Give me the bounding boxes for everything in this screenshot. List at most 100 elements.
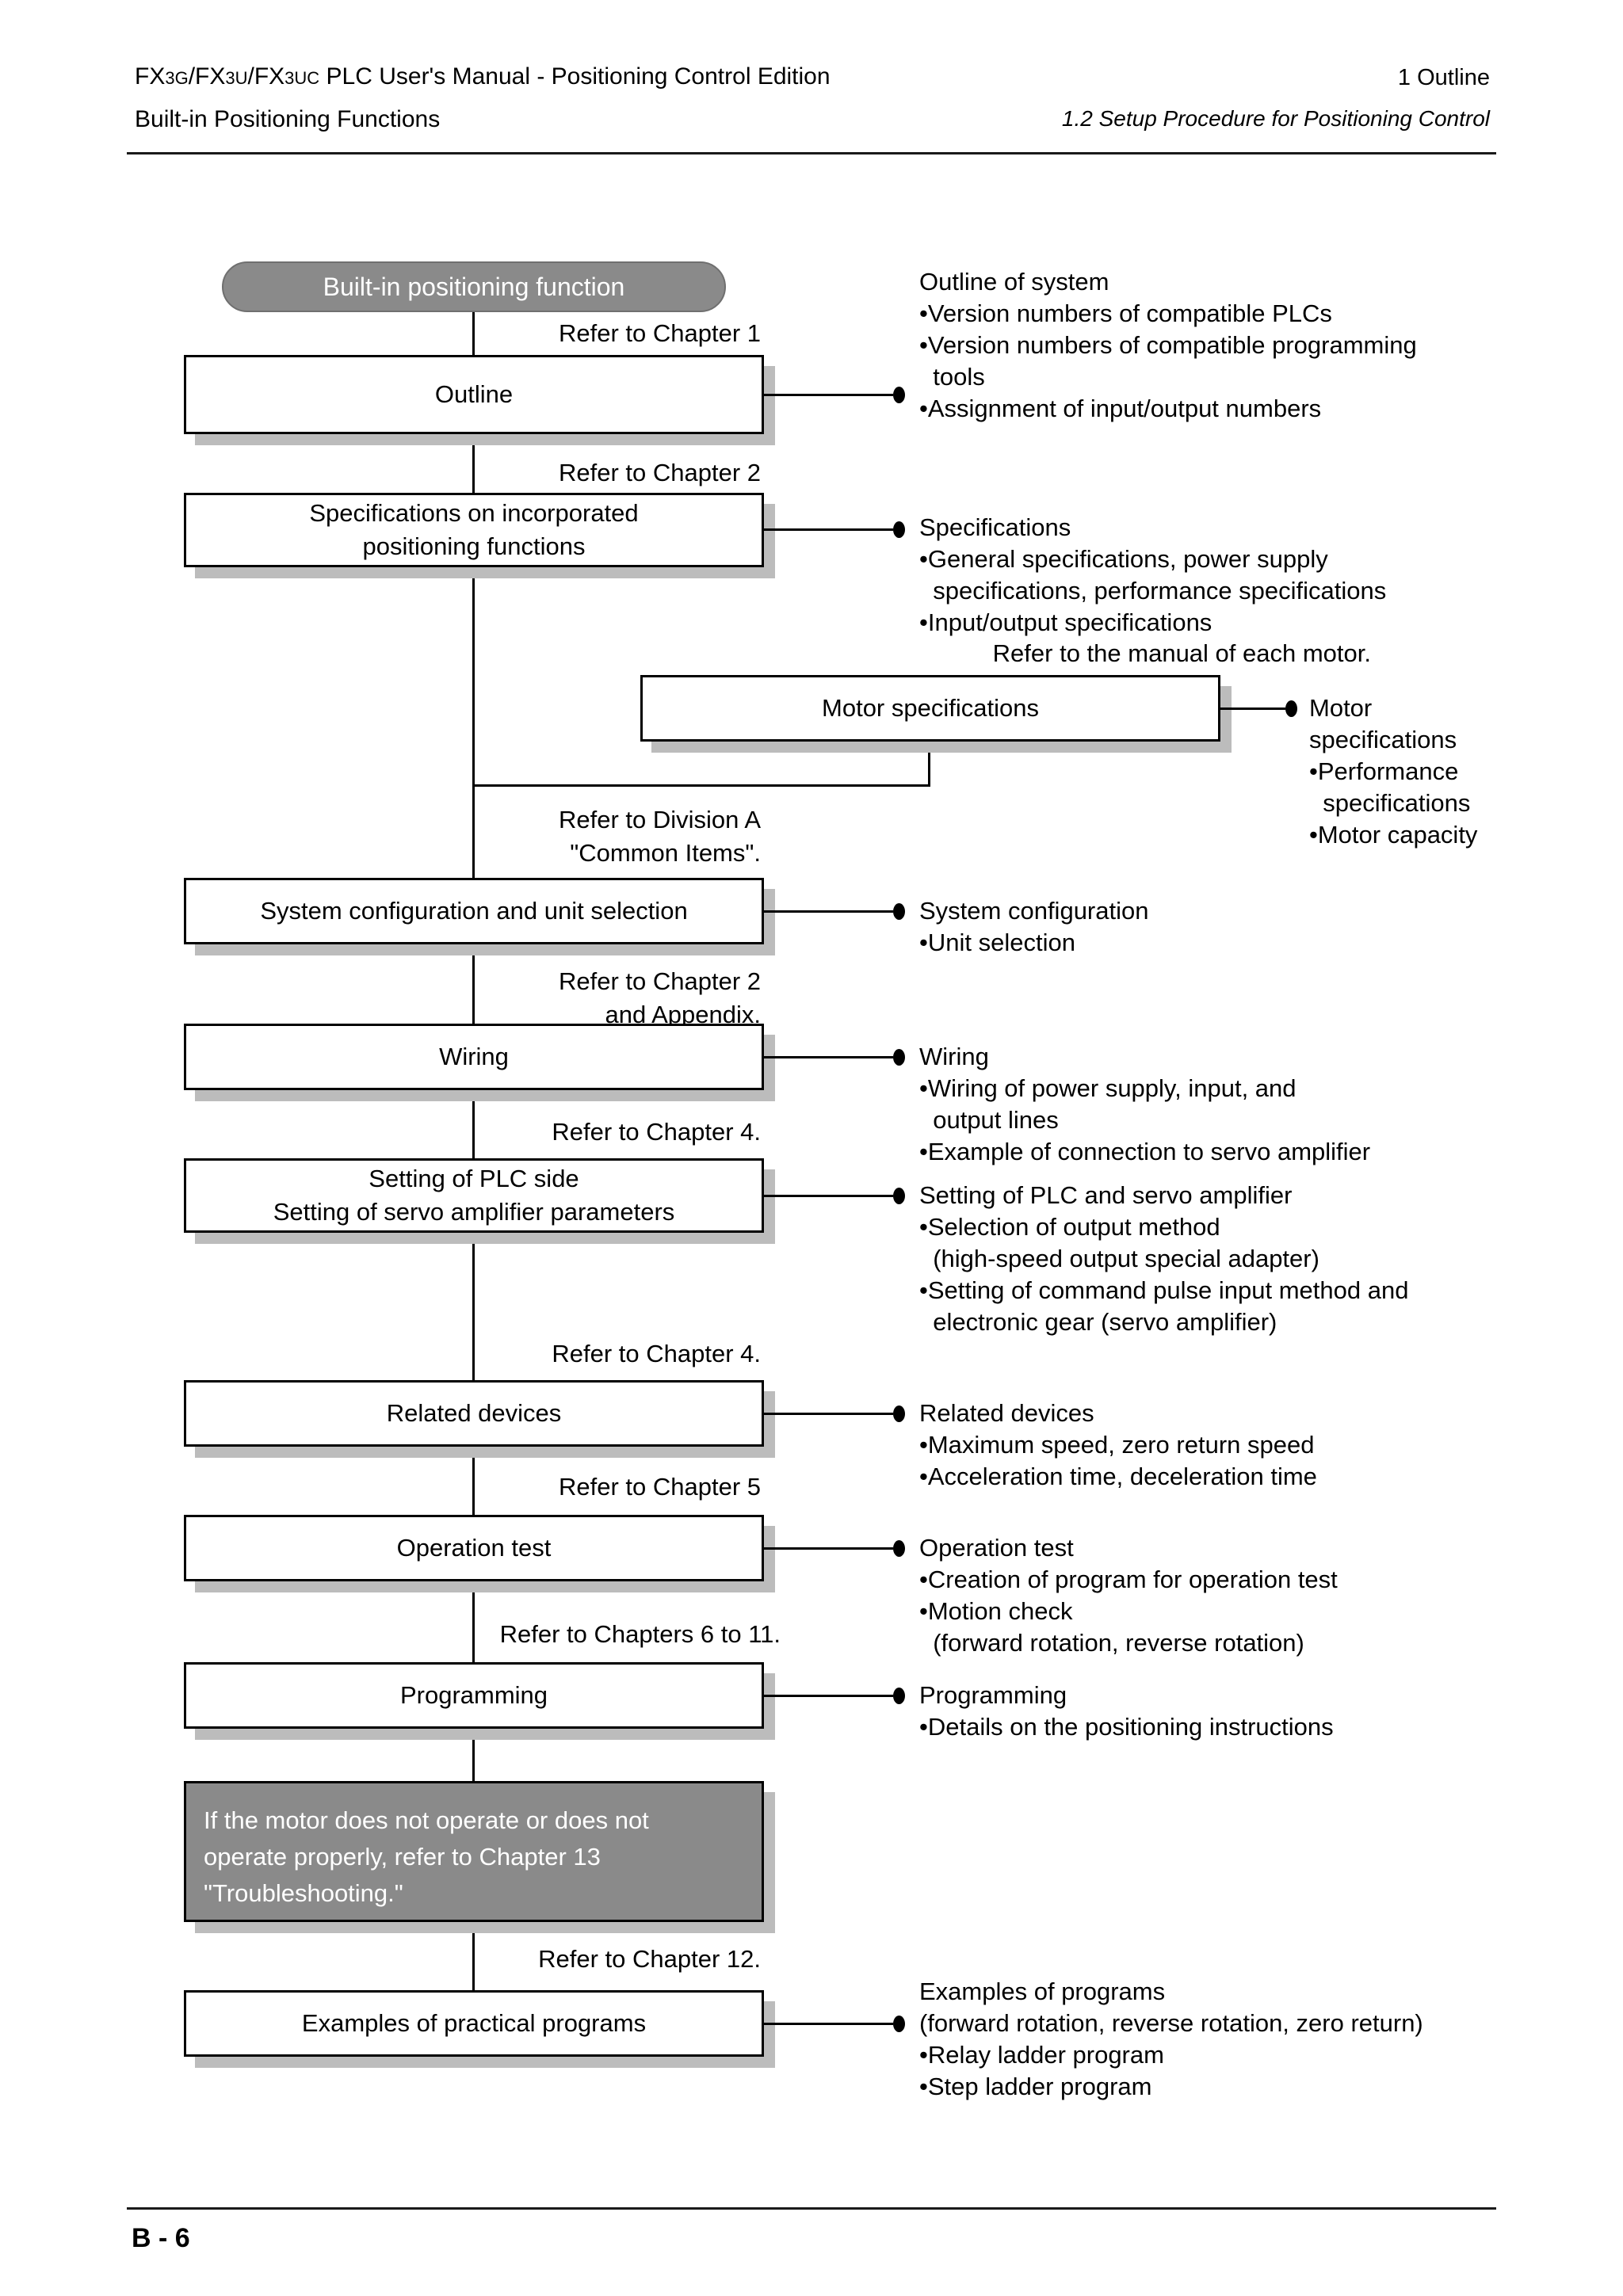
title-segment: 3U — [225, 68, 248, 88]
connector-dot-related-devices — [893, 1405, 905, 1422]
connector-dot-examples — [893, 2016, 905, 2032]
annotation-outline: Outline of system •Version numbers of com… — [919, 266, 1417, 425]
text-line: •Acceleration time, deceleration time — [919, 1463, 1317, 1490]
text-line: •Step ladder program — [919, 2073, 1152, 2100]
text-line: Refer to the manual of each motor. — [992, 639, 1371, 667]
text-line: Operation test — [396, 1534, 552, 1562]
title-segment: 3G — [165, 68, 189, 88]
text-line: •Performance — [1309, 757, 1459, 785]
text-line: If the motor does not operate or does no… — [204, 1806, 649, 1834]
page-number: B - 6 — [132, 2223, 190, 2253]
text-line: Refer to Chapter 12. — [538, 1945, 761, 1973]
refer-label-operation-test: Refer to Chapter 5 — [317, 1470, 761, 1504]
connector-line-programming — [762, 1695, 893, 1697]
connector-dot-specifications — [893, 521, 905, 538]
flow-box-examples: Examples of practical programs — [184, 1990, 764, 2057]
title-segment: 3UC — [285, 68, 320, 88]
connector-line-related-devices — [762, 1413, 893, 1415]
text-line: Related devices — [919, 1399, 1094, 1427]
text-line: •Motion check — [919, 1597, 1073, 1625]
annotation-examples: Examples of programs(forward rotation, r… — [919, 1976, 1423, 2103]
text-line: Programming — [399, 1681, 548, 1709]
text-line: Refer to Chapter 4. — [552, 1340, 761, 1367]
connector-line-operation-test — [762, 1547, 893, 1550]
spine-segment — [472, 437, 475, 493]
text-line: Outline — [434, 380, 514, 408]
connector-dot-motor — [1285, 700, 1297, 717]
text-line: Outline of system — [919, 268, 1109, 296]
footer-rule — [127, 2207, 1496, 2210]
refer-label-specifications: Refer to Chapter 2 — [317, 456, 761, 490]
text-line: "Troubleshooting." — [204, 1879, 403, 1907]
header-chapter: 1 Outline — [1397, 65, 1490, 90]
connector-dot-outline — [893, 387, 905, 403]
text-line: Setting of PLC side — [369, 1165, 579, 1192]
spine-segment — [472, 1447, 475, 1515]
flow-box-related-devices: Related devices — [184, 1380, 764, 1447]
text-line: Specifications — [919, 513, 1071, 541]
text-line: System configuration and unit selection — [260, 897, 688, 925]
refer-label-related-devices: Refer to Chapter 4. — [317, 1337, 761, 1371]
text-line: Motor specifications — [822, 694, 1039, 722]
text-line: Examples of practical programs — [301, 2009, 647, 2037]
refer-label-outline: Refer to Chapter 1 — [317, 317, 761, 350]
text-line: Related devices — [386, 1399, 562, 1427]
text-line: •Example of connection to servo amplifie… — [919, 1138, 1371, 1165]
title-segment: /FX — [188, 63, 226, 90]
annotation-specifications: Specifications•General specifications, p… — [919, 512, 1386, 639]
text-line: Programming — [919, 1681, 1067, 1709]
text-line: (forward rotation, reverse rotation, zer… — [919, 2009, 1423, 2037]
refer-label-examples: Refer to Chapter 12. — [317, 1943, 761, 1976]
text-line: •Assignment of input/output numbers — [919, 395, 1322, 422]
connector-line-specifications — [762, 528, 893, 531]
connector-line-outline — [762, 394, 893, 396]
annotation-operation-test: Operation test•Creation of program for o… — [919, 1532, 1338, 1659]
text-line: Refer to Chapter 1 — [558, 319, 761, 347]
annotation-related-devices: Related devices •Maximum speed, zero retu… — [919, 1398, 1317, 1493]
connector-line-motor — [1219, 707, 1285, 710]
flow-box-motor-specifications: Motor specifications — [640, 675, 1220, 742]
spine-segment — [472, 567, 475, 878]
spine-segment — [472, 1922, 475, 1990]
text-line: Setting of servo amplifier parameters — [273, 1198, 675, 1226]
refer-label-setting: Refer to Chapter 4. — [317, 1116, 761, 1149]
text-line: Setting of PLC and servo amplifier — [919, 1181, 1293, 1209]
text-line: Refer to Chapter 2 — [558, 459, 761, 486]
text-line: output lines — [919, 1106, 1059, 1134]
text-line: operate properly, refer to Chapter 13 — [204, 1843, 601, 1871]
connector-dot-operation-test — [893, 1540, 905, 1557]
flow-box-programming: Programming — [184, 1662, 764, 1729]
text-line: specifications, performance specificatio… — [919, 577, 1387, 605]
annotation-programming: Programming•Details on the positioning i… — [919, 1680, 1334, 1743]
text-line: •Unit selection — [919, 929, 1075, 956]
text-line: •Maximum speed, zero return speed — [919, 1431, 1315, 1459]
title-segment: FX — [135, 63, 166, 90]
text-line: •Version numbers of compatible PLCs — [919, 299, 1332, 327]
spine-segment — [472, 1090, 475, 1158]
text-line: (high-speed output special adapter) — [919, 1245, 1319, 1272]
spine-segment — [472, 312, 475, 355]
motor-elbow-horizontal — [473, 784, 930, 787]
text-line: tools — [919, 363, 985, 391]
text-line: Refer to Chapters 6 to 11. — [499, 1620, 781, 1648]
text-line: Wiring — [439, 1043, 509, 1070]
spine-segment — [472, 944, 475, 1024]
text-line: •Relay ladder program — [919, 2041, 1164, 2069]
text-line: System configuration — [919, 897, 1149, 925]
troubleshooting-note-box: If the motor does not operate or does no… — [184, 1781, 764, 1922]
annotation-wiring: Wiring•Wiring of power supply, input, an… — [919, 1041, 1370, 1168]
text-line: •Setting of command pulse input method a… — [919, 1276, 1409, 1304]
flow-box-system-configuration: System configuration and unit selection — [184, 878, 764, 944]
connector-line-examples — [762, 2023, 893, 2025]
text-line: •Input/output specifications — [919, 608, 1212, 636]
text-line: Wiring — [919, 1043, 989, 1070]
connector-dot-programming — [893, 1688, 905, 1704]
text-line: (forward rotation, reverse rotation) — [919, 1629, 1304, 1657]
title-segment: /FX — [247, 63, 285, 90]
flow-box-operation-test: Operation test — [184, 1515, 764, 1581]
